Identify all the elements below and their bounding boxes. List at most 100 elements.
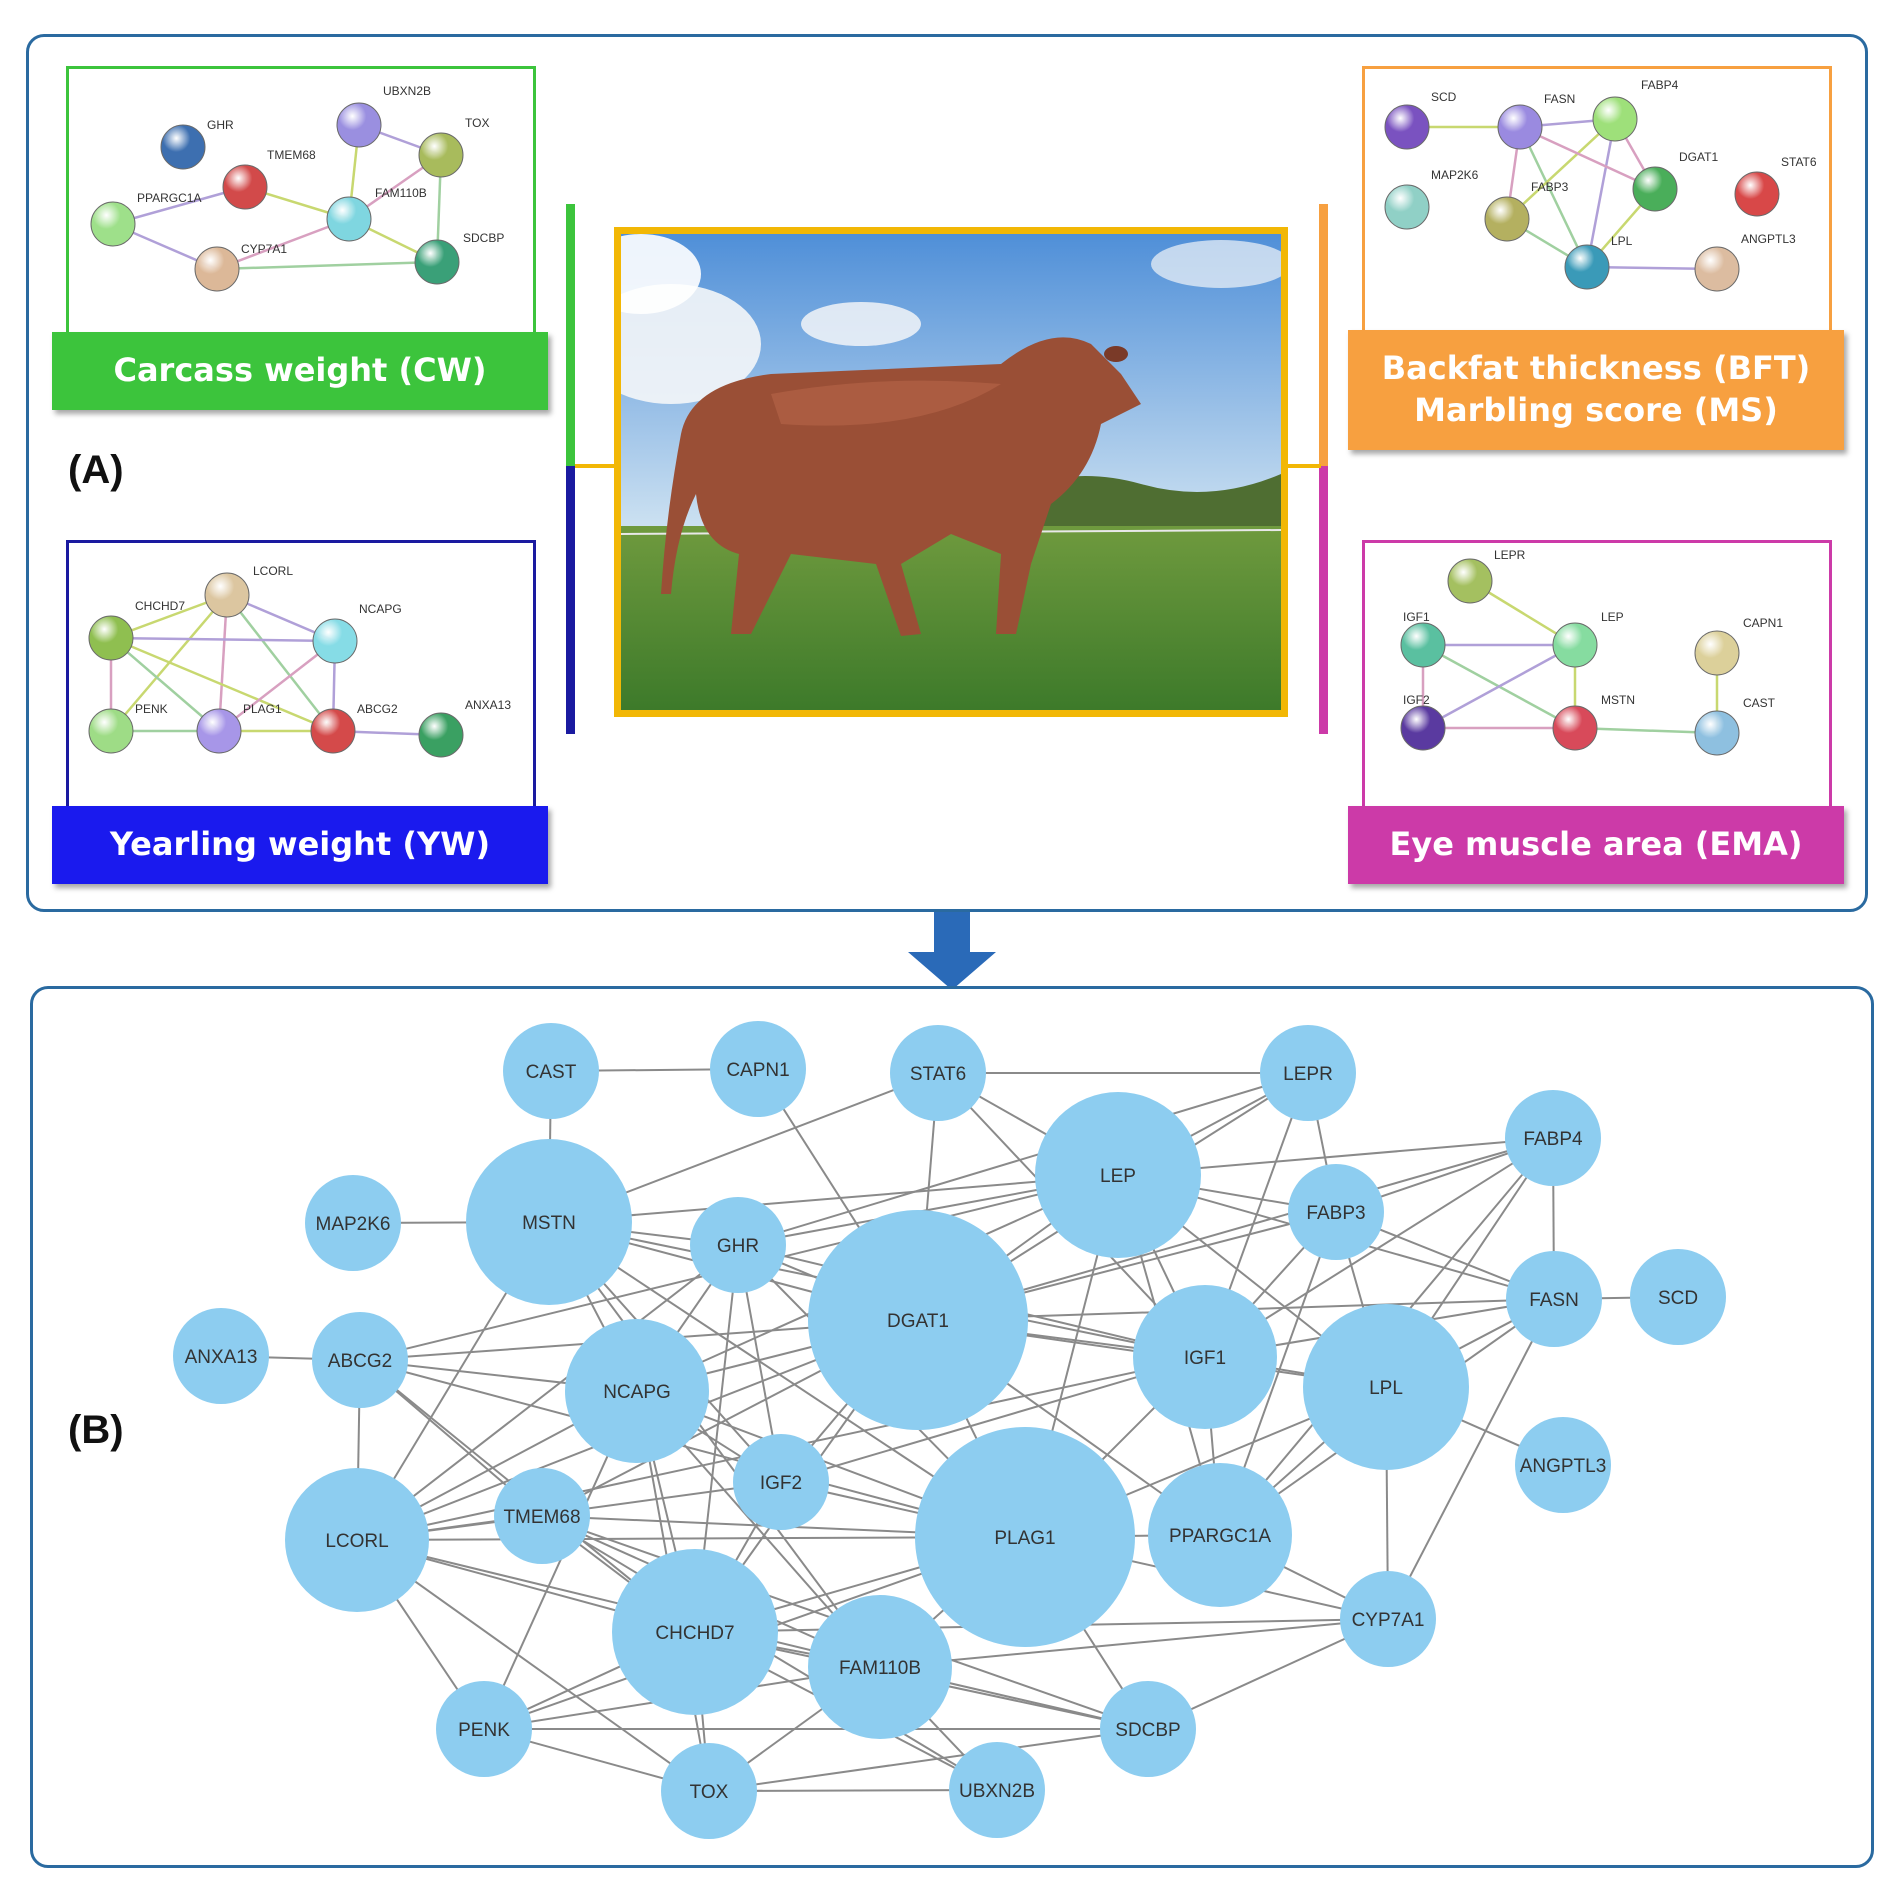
node-ghr bbox=[160, 124, 206, 170]
node-lep bbox=[1552, 622, 1598, 668]
bft-banner-line1: Backfat thickness (BFT) bbox=[1381, 349, 1811, 388]
node-label-stat6: STAT6 bbox=[1781, 155, 1817, 169]
bft-banner-line2: Marbling score (MS) bbox=[1414, 391, 1778, 429]
node-label-tox: TOX bbox=[465, 116, 489, 130]
node-igf2 bbox=[1400, 705, 1446, 751]
node-dgat1 bbox=[1632, 166, 1678, 212]
node-label-chchd7: CHCHD7 bbox=[135, 599, 185, 613]
yw-banner: Yearling weight (YW) bbox=[52, 806, 548, 884]
node-plag1 bbox=[196, 708, 242, 754]
edge-CHCHD7-PLAG1 bbox=[110, 637, 220, 732]
node-label-anxa13: ANXA13 bbox=[465, 698, 511, 712]
node-label-dgat1: DGAT1 bbox=[1679, 150, 1718, 164]
node-tox bbox=[418, 132, 464, 178]
node-label-map2k6: MAP2K6 bbox=[1431, 168, 1479, 182]
edge-FASN-DGAT1 bbox=[1519, 125, 1656, 191]
node-tmem68 bbox=[222, 164, 268, 210]
edge-LCORL-PLAG1 bbox=[217, 594, 229, 732]
panel-a-label: (A) bbox=[68, 448, 124, 492]
node-label-capn1: CAPN1 bbox=[1743, 616, 1783, 630]
node-label-fabp3: FABP3 bbox=[1531, 180, 1569, 194]
edge-LEP-IGF2 bbox=[1422, 643, 1576, 730]
node-penk bbox=[88, 708, 134, 754]
node-fam110b bbox=[326, 196, 372, 242]
node-label-tmem68: TMEM68 bbox=[267, 148, 316, 162]
edge-FASN-LPL bbox=[1518, 126, 1589, 268]
node-capn1 bbox=[1694, 630, 1740, 676]
bft-connector-bar bbox=[1319, 204, 1328, 466]
node-label-lpl: LPL bbox=[1611, 234, 1633, 248]
edge-LCORL-ABCG2 bbox=[226, 594, 334, 732]
node-label-cyp7a1: CYP7A1 bbox=[241, 242, 287, 256]
node-label-igf1: IGF1 bbox=[1403, 610, 1430, 624]
node-lcorl bbox=[204, 572, 250, 618]
node-sdcbp bbox=[414, 239, 460, 285]
edge-CYP7A1-FAM110B bbox=[216, 217, 350, 271]
node-label-sdcbp: SDCBP bbox=[463, 231, 504, 245]
left-photo-connector bbox=[575, 464, 617, 468]
node-lepr bbox=[1447, 558, 1493, 604]
node-lpl bbox=[1564, 244, 1610, 290]
node-label-igf2: IGF2 bbox=[1403, 693, 1430, 707]
node-label-lep: LEP bbox=[1601, 610, 1624, 624]
node-label-abcg2: ABCG2 bbox=[357, 702, 398, 716]
node-label-mstn: MSTN bbox=[1601, 693, 1635, 707]
cw-banner: Carcass weight (CW) bbox=[52, 332, 548, 410]
node-label-fam110b: FAM110B bbox=[375, 186, 427, 200]
node-cyp7a1 bbox=[194, 246, 240, 292]
node-label-penk: PENK bbox=[135, 702, 168, 716]
hanwoo-bull-photo bbox=[614, 227, 1288, 717]
ema-banner-text: Eye muscle area (EMA) bbox=[1389, 825, 1803, 864]
ema-connector-bar bbox=[1319, 466, 1328, 734]
node-label-fasn: FASN bbox=[1544, 92, 1575, 106]
node-fasn bbox=[1497, 104, 1543, 150]
node-label-fabp4: FABP4 bbox=[1641, 78, 1679, 92]
edge-CYP7A1-SDCBP bbox=[216, 260, 438, 271]
node-fabp3 bbox=[1484, 196, 1530, 242]
node-label-angptl3: ANGPTL3 bbox=[1741, 232, 1796, 246]
node-label-ncapg: NCAPG bbox=[359, 602, 402, 616]
node-angptl3 bbox=[1694, 246, 1740, 292]
node-label-ppargc1a: PPARGC1A bbox=[137, 191, 201, 205]
node-scd bbox=[1384, 104, 1430, 150]
edge-FABP4-LPL bbox=[1585, 118, 1617, 268]
node-mstn bbox=[1552, 705, 1598, 751]
bull-illustration bbox=[621, 234, 1281, 710]
yw-connector-bar bbox=[566, 466, 575, 734]
node-label-cast: CAST bbox=[1743, 696, 1776, 710]
yw-network-box: LCORL CHCHD7 NCAPG PENK PLAG1 ABCG2 ANXA13 bbox=[66, 540, 536, 812]
edge-FABP4-FABP3 bbox=[1506, 118, 1616, 220]
node-igf1 bbox=[1400, 622, 1446, 668]
edge-CHCHD7-NCAPG bbox=[110, 636, 336, 643]
yw-banner-text: Yearling weight (YW) bbox=[109, 825, 491, 864]
node-stat6 bbox=[1734, 171, 1780, 217]
node-label-lcorl: LCORL bbox=[253, 564, 293, 578]
node-map2k6 bbox=[1384, 184, 1430, 230]
node-cast bbox=[1694, 710, 1740, 756]
panel-b-label: (B) bbox=[68, 1408, 124, 1452]
yw-string-network: LCORL CHCHD7 NCAPG PENK PLAG1 ABCG2 ANXA13 bbox=[88, 564, 511, 758]
node-label-lepr: LEPR bbox=[1494, 548, 1526, 562]
node-fabp4 bbox=[1592, 96, 1638, 142]
node-ubxn2b bbox=[336, 102, 382, 148]
right-photo-connector bbox=[1285, 464, 1321, 468]
edge-MSTN-CAST bbox=[1574, 726, 1718, 735]
ema-banner: Eye muscle area (EMA) bbox=[1348, 806, 1844, 884]
node-chchd7 bbox=[88, 615, 134, 661]
panel-b-integrated-network bbox=[30, 986, 1874, 1868]
node-label-ubxn2b: UBXN2B bbox=[383, 84, 431, 98]
node-ncapg bbox=[312, 618, 358, 664]
node-label-plag1: PLAG1 bbox=[243, 702, 282, 716]
node-label-ghr: GHR bbox=[207, 118, 234, 132]
edge-CHCHD7-ABCG2 bbox=[110, 636, 334, 733]
cw-banner-text: Carcass weight (CW) bbox=[113, 351, 487, 390]
bft-banner: Backfat thickness (BFT) Marbling score (… bbox=[1348, 330, 1844, 450]
edge-PPARGC1A-TMEM68 bbox=[112, 185, 246, 226]
node-label-scd: SCD bbox=[1431, 90, 1457, 104]
